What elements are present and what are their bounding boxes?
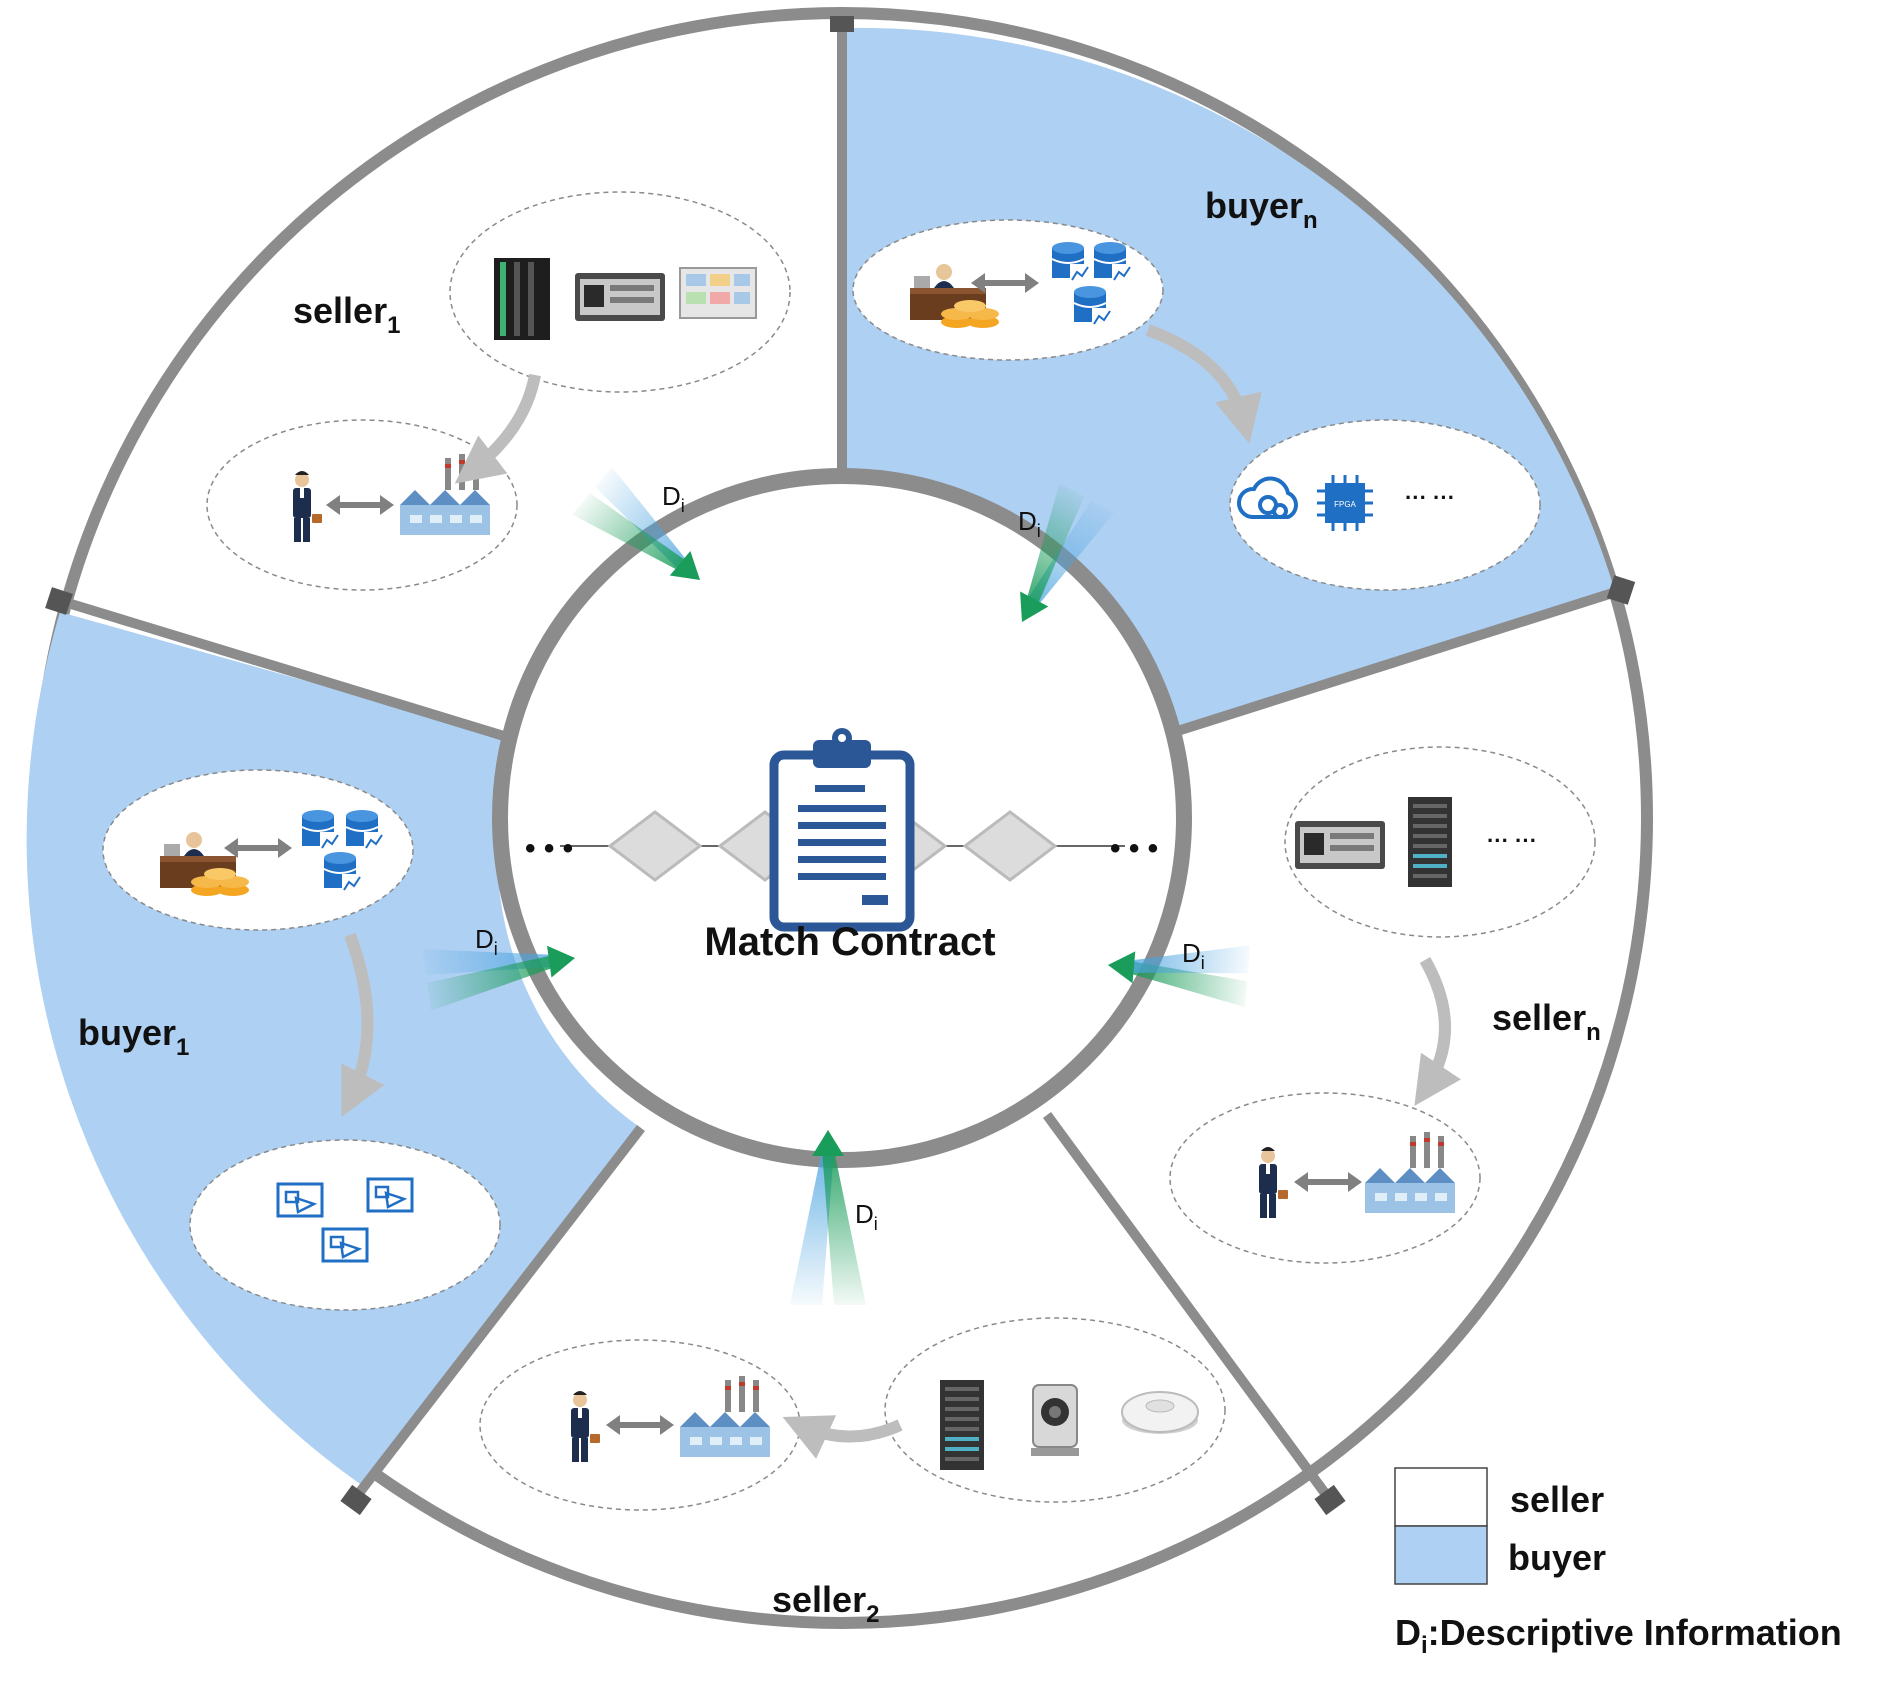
flow-arrow xyxy=(341,932,385,1118)
more-resources-text: ··· ··· xyxy=(1405,485,1455,510)
dashboard-panel-icon xyxy=(679,267,757,319)
camera-icon xyxy=(1031,1384,1079,1456)
sector-label-buyer-n: buyern xyxy=(1205,185,1318,234)
server-rack-icon xyxy=(494,258,550,340)
center-title: Match Contract xyxy=(704,920,995,964)
smoke-detector-icon xyxy=(1121,1391,1199,1434)
flow-arrow xyxy=(1414,957,1461,1106)
di-arrow-seller-2 xyxy=(790,1130,866,1305)
sector-label-seller-n: sellern xyxy=(1492,997,1601,1046)
di-arrow-seller-1 xyxy=(572,467,700,580)
flow-arrow xyxy=(782,1415,903,1459)
seller-n-owner-bubble xyxy=(1169,1092,1481,1264)
buyer-1-service-bubble xyxy=(189,1139,501,1311)
server-rack-icon xyxy=(940,1380,984,1470)
sector-dividers xyxy=(56,20,1624,1503)
more-devices-text: ··· ··· xyxy=(1487,828,1537,853)
legend-swatch-buyer xyxy=(1394,1525,1488,1585)
sector-label-seller-1: seller1 xyxy=(293,290,400,339)
buyer-n-resources-bubble xyxy=(1229,419,1541,591)
legend: seller buyer Di:Descriptive Information xyxy=(1394,1467,1842,1659)
di-arrow-buyer-n xyxy=(1020,483,1115,622)
sector-label-seller-2: seller2 xyxy=(772,1579,879,1628)
industrial-pc-icon xyxy=(575,273,665,321)
legend-label-buyer: buyer xyxy=(1508,1537,1606,1578)
server-rack-icon xyxy=(1408,797,1452,887)
di-label-buyer-1: Di xyxy=(475,924,498,959)
divider-caps xyxy=(45,16,1636,1516)
svg-text:FPGA: FPGA xyxy=(1334,500,1356,509)
flow-arrow xyxy=(454,373,541,484)
cloud-icon xyxy=(1236,476,1298,519)
di-arrow-buyer-1 xyxy=(422,945,575,1011)
chain-ellipsis-left: • • • xyxy=(525,832,573,865)
di-arrow-seller-n xyxy=(1108,945,1251,1008)
legend-di-description: Di:Descriptive Information xyxy=(1395,1612,1842,1659)
di-label-buyer-n: Di xyxy=(1018,506,1041,541)
sector-label-buyer-1: buyer1 xyxy=(78,1012,189,1061)
industrial-pc-icon xyxy=(1295,821,1385,869)
chain-ellipsis-right: • • • xyxy=(1110,832,1158,865)
di-label-seller-n: Di xyxy=(1182,938,1205,973)
legend-swatch-seller xyxy=(1394,1467,1488,1527)
fpga-chip-icon: FPGA xyxy=(1317,475,1373,531)
clipboard-document-icon xyxy=(769,728,915,932)
di-label-seller-2: Di xyxy=(855,1199,878,1234)
legend-label-seller: seller xyxy=(1510,1479,1604,1520)
di-label-seller-1: Di xyxy=(662,481,685,516)
flow-arrow xyxy=(1145,324,1262,444)
buyer-n-demand-bubble xyxy=(852,219,1164,361)
